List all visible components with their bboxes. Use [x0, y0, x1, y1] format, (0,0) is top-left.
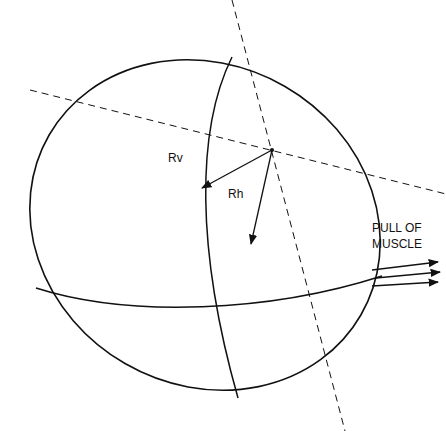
vertical-radius-arrow [202, 150, 272, 188]
radius-label: Rh [228, 186, 243, 202]
horizontal-axis [30, 90, 446, 194]
vertical-meridian [206, 57, 238, 398]
pull-arrow [376, 272, 440, 278]
vertical-axis [232, 0, 345, 431]
pull-arrow [372, 282, 438, 286]
horizontal-radius-arrow [251, 150, 272, 244]
radius-label: Rv [168, 150, 183, 166]
force-label: PULL OF MUSCLE [372, 220, 438, 252]
horizontal-meridian [36, 276, 382, 307]
pull-arrow [372, 262, 438, 270]
